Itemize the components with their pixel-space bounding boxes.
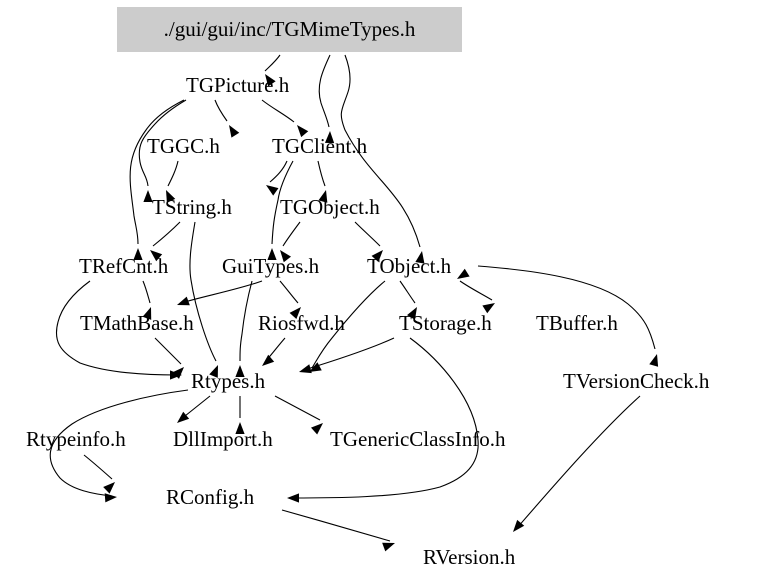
graph-edge-tggc-to-tstring: [167, 160, 179, 187]
graph-edge-tstring-to-rtypes: [189, 221, 217, 362]
graph-edge-trefcnt-to-rtypes: [55, 280, 178, 376]
graph-edge-tversioncheck-to-rversion: [516, 395, 641, 529]
arrow-head-icon-tversioncheck-to-rversion: [513, 519, 525, 532]
graph-node-riosfwd[interactable]: Riosfwd.h: [258, 311, 345, 335]
arrow-head-icon-guitypes-to-riosfwd: [289, 307, 301, 319]
graph-node-tgclient[interactable]: TGClient.h: [272, 134, 368, 158]
arrow-head-icon-tgclient-to-tgobject: [318, 190, 328, 203]
graph-node-tversioncheck[interactable]: TVersionCheck.h: [563, 369, 710, 393]
graph-edge-rtypes-to-tgenericclassinfo: [274, 395, 321, 421]
arrow-head-icon-tgobject-to-tobject: [371, 250, 383, 262]
arrow-head-icon-tobject-to-tstorage: [407, 307, 417, 320]
graph-edge-tgpicture-to-tgclient: [261, 99, 295, 123]
graph-node-tobject[interactable]: TObject.h: [367, 254, 452, 278]
graph-edge-tgobject-to-guitypes: [282, 221, 301, 247]
arrow-head-icon-tgmimetypes-to-tgclient: [324, 131, 335, 144]
arrow-head-icon-guitypes-to-rtypes: [235, 365, 245, 377]
arrow-head-icon-tgpicture-to-tstring: [143, 190, 153, 202]
arrow-head-icon-rtypeinfo-to-rconfig: [103, 482, 115, 494]
graph-node-rversion[interactable]: RVersion.h: [423, 545, 516, 569]
arrow-head-icon-rconfig-to-rversion: [382, 542, 395, 552]
graph-edge-tobject-to-tstorage: [399, 280, 416, 304]
arrow-head-icon-riosfwd-to-rtypes: [262, 354, 275, 366]
graph-edge-tgpicture-to-tggc: [214, 99, 228, 122]
graph-node-tgmimetypes[interactable]: ./gui/gui/inc/TGMimeTypes.h: [117, 7, 462, 52]
arrow-head-icon-tgpicture-to-trefcnt: [133, 248, 143, 260]
graph-edge-guitypes-to-riosfwd: [279, 280, 299, 304]
graph-edge-tobject-to-tversioncheck: [477, 265, 656, 350]
graph-node-tgenericclassinfo[interactable]: TGenericClassInfo.h: [330, 427, 506, 451]
arrow-head-icon-tobject-to-tversioncheck: [649, 354, 659, 367]
arrow-head-icon-tbuffer-to-tobject: [457, 268, 470, 279]
graph-node-tggc[interactable]: TGGC.h: [147, 134, 220, 158]
graph-edge-guitypes-to-tmathbase: [180, 280, 263, 304]
arrow-head-icon-tgmimetypes-to-tobject: [415, 251, 425, 264]
graph-node-dllimport[interactable]: DllImport.h: [173, 427, 273, 451]
graph-node-tmathbase[interactable]: TMathBase.h: [80, 311, 194, 335]
arrow-head-icon-tstorage-to-rtypes: [299, 364, 312, 374]
graph-edge-tgmimetypes-to-tgpicture: [264, 54, 281, 72]
graph-edge-guitypes-to-rtypes: [239, 280, 253, 362]
graph-edge-tgobject-to-tobject: [354, 221, 381, 247]
graph-node-tstring[interactable]: TString.h: [152, 195, 232, 219]
graph-edge-tgpicture-to-tstring: [138, 99, 187, 187]
graph-edge-tobject-to-rtypes: [311, 280, 386, 369]
arrow-head-icon-rtypes-to-dllimport: [235, 422, 245, 434]
graph-edge-tstorage-to-rconfig: [291, 337, 479, 499]
graph-edge-rtypes-to-rconfig: [49, 389, 189, 497]
graph-edge-tgclient-to-tstring: [269, 160, 288, 183]
graph-node-tgobject[interactable]: TGObject.h: [280, 195, 380, 219]
graph-edge-tstorage-to-rtypes: [303, 337, 395, 371]
graph-edge-tgclient-to-tgobject: [317, 160, 326, 187]
graph-edge-tmathbase-to-rtypes: [154, 337, 182, 365]
graph-node-guitypes[interactable]: GuiTypes.h: [222, 254, 320, 278]
graph-node-tgpicture[interactable]: TGPicture.h: [186, 73, 290, 97]
arrow-head-icon-tgpicture-to-tggc: [229, 125, 240, 138]
graph-node-trefcnt[interactable]: TRefCnt.h: [79, 254, 169, 278]
graph-node-rtypeinfo[interactable]: Rtypeinfo.h: [26, 427, 126, 451]
graph-node-tbuffer[interactable]: TBuffer.h: [536, 311, 618, 335]
graph-node-tstorage[interactable]: TStorage.h: [399, 311, 492, 335]
arrow-head-icon-rtypes-to-rconfig: [104, 493, 117, 503]
arrow-head-icon-tstring-to-trefcnt: [150, 250, 163, 262]
arrow-head-icon-guitypes-to-tmathbase: [177, 296, 190, 306]
graph-edge-tgmimetypes-to-tobject: [340, 54, 421, 248]
graph-edge-tgclient-to-guitypes: [271, 160, 294, 245]
arrow-head-icon-rtypes-to-rtypeinfo: [177, 411, 190, 423]
arrow-head-icon-tgclient-to-tstring: [266, 185, 279, 196]
graph-edge-tobject-to-tbuffer: [459, 280, 493, 301]
graph-edge-rtypeinfo-to-rconfig: [83, 454, 113, 480]
arrow-head-icon-trefcnt-to-tmathbase: [142, 307, 152, 320]
arrow-head-icon-tobject-to-tbuffer: [482, 303, 495, 314]
graph-edge-trefcnt-to-tmathbase: [142, 280, 151, 304]
arrow-head-icon-tggc-to-tstring: [166, 190, 176, 203]
arrow-head-icon-tmathbase-to-rtypes: [172, 367, 184, 379]
arrow-head-icon-tobject-to-rtypes: [309, 362, 322, 372]
arrow-head-icon-tgclient-to-guitypes: [267, 248, 277, 260]
graph-edge-rconfig-to-rversion: [281, 509, 391, 542]
arrow-head-icon-tgpicture-to-tgclient: [297, 125, 309, 138]
graph-edge-tgmimetypes-to-tgclient: [318, 54, 331, 128]
arrow-head-icon-tgmimetypes-to-tgpicture: [265, 74, 276, 87]
arrow-head-icon-rtypes-to-tgenericclassinfo: [311, 423, 323, 435]
graph-edge-tgpicture-to-trefcnt: [129, 99, 185, 245]
arrow-head-icon-tstorage-to-rconfig: [287, 493, 299, 503]
arrow-head-icon-tgobject-to-guitypes: [280, 250, 292, 263]
graph-edge-tstring-to-trefcnt: [152, 221, 181, 247]
graph-node-rtypes[interactable]: Rtypes.h: [191, 369, 266, 393]
arrow-head-icon-tstring-to-rtypes: [209, 365, 218, 378]
graph-node-rconfig[interactable]: RConfig.h: [166, 485, 255, 509]
